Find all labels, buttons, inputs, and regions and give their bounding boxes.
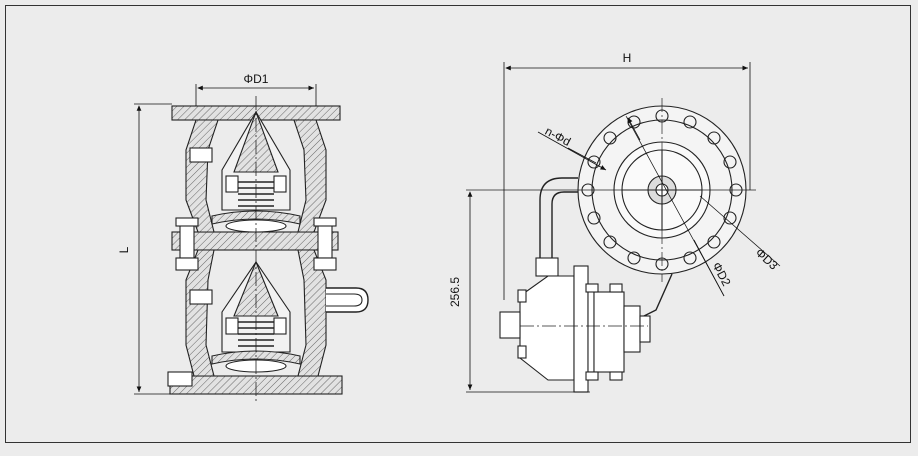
middle-flange (171, 231, 339, 251)
d3-label: ΦD3 (753, 245, 781, 272)
d2-label: ΦD2 (710, 260, 734, 289)
section-view (167, 96, 369, 402)
height-256-5-label: 256.5 (448, 277, 462, 307)
h-label: H (623, 51, 632, 65)
l-label: L (117, 246, 131, 253)
end-view (466, 98, 756, 393)
drawing-border (5, 5, 911, 443)
section-dimensions (134, 84, 317, 395)
d1-label: ΦD1 (244, 72, 269, 86)
n-phi-d-label: n-Φd (543, 124, 573, 149)
end-view-dimensions (466, 62, 781, 393)
